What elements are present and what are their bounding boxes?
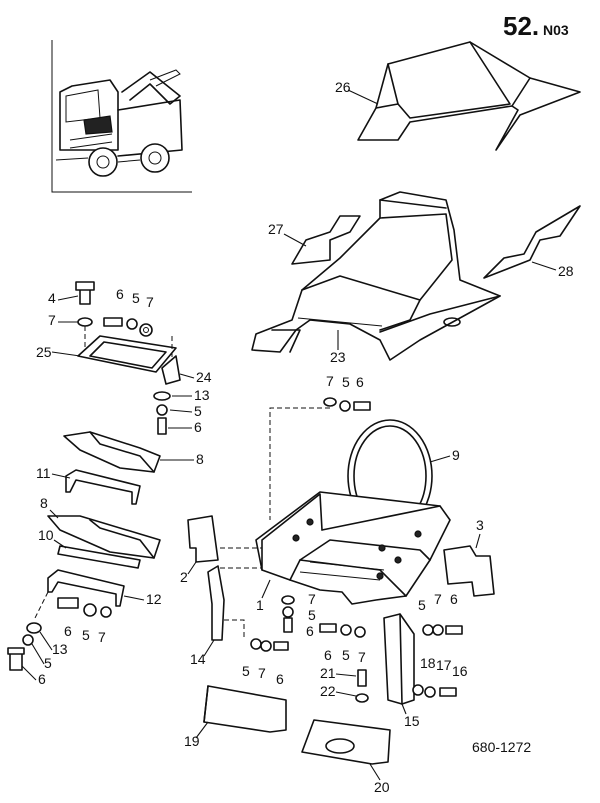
label-6e: 6 [356, 374, 364, 390]
part-10-strip [57, 545, 141, 569]
label-5i: 5 [418, 597, 426, 613]
part-15-bracket [383, 613, 415, 705]
part-26-upper-cover [357, 41, 581, 151]
part-14-bracket [207, 565, 245, 641]
fastener-group-21-22 [355, 669, 369, 703]
label-26: 26 [335, 79, 351, 95]
part-20-plate [301, 719, 391, 765]
part-2-bracket [187, 515, 219, 563]
part-19-plate [203, 685, 287, 733]
label-7a: 7 [48, 312, 56, 328]
label-5g: 5 [242, 663, 250, 679]
part-25-plate [77, 326, 181, 385]
label-14: 14 [190, 651, 206, 667]
label-7c: 7 [98, 629, 106, 645]
label-28: 28 [558, 263, 574, 279]
label-13a: 13 [194, 387, 210, 403]
label-5d: 5 [44, 655, 52, 671]
label-5f: 5 [308, 607, 316, 623]
label-5e: 5 [342, 374, 350, 390]
label-7g: 7 [358, 649, 366, 665]
label-9: 9 [452, 447, 460, 463]
label-7e: 7 [308, 591, 316, 607]
label-20: 20 [374, 779, 390, 795]
section-number: 52. [503, 11, 539, 41]
truck-inset [51, 40, 192, 193]
label-22: 22 [320, 683, 336, 699]
label-7d: 7 [326, 373, 334, 389]
part-1-main-frame [220, 491, 451, 605]
label-5a: 5 [132, 290, 140, 306]
label-1: 1 [256, 597, 264, 613]
label-4: 4 [48, 290, 56, 306]
label-27: 27 [268, 221, 284, 237]
fastener-group-upper-left [75, 281, 153, 337]
label-18: 18 [420, 655, 436, 671]
label-6b: 6 [194, 419, 202, 435]
label-6a: 6 [116, 286, 124, 302]
label-8a: 8 [196, 451, 204, 467]
fastener-group-right [422, 624, 463, 636]
label-5h: 5 [342, 647, 350, 663]
label-6i: 6 [450, 591, 458, 607]
part-12-bracket [47, 569, 125, 607]
part-11-bracket [65, 469, 141, 505]
label-5b: 5 [194, 403, 202, 419]
label-24: 24 [196, 369, 212, 385]
drawing-number: 680-1272 [472, 739, 531, 755]
part-3-bracket [443, 545, 495, 597]
fastener-group-right-middle [319, 623, 366, 638]
label-6c: 6 [64, 623, 72, 639]
label-7f: 7 [258, 665, 266, 681]
label-6g: 6 [276, 671, 284, 687]
label-17: 17 [436, 657, 452, 673]
fastener-group-mid-left [153, 391, 171, 435]
label-6d: 6 [38, 671, 46, 687]
part-27-pad [291, 215, 361, 265]
fastener-group-16-18 [412, 684, 457, 698]
fastener-group-upper-right [269, 397, 371, 520]
label-2: 2 [180, 569, 188, 585]
fastener-group-lower-left [7, 591, 112, 671]
label-8b: 8 [40, 495, 48, 511]
label-7b: 7 [146, 294, 154, 310]
section-code: N03 [543, 22, 569, 38]
part-23-engine-cover [251, 191, 501, 361]
label-12: 12 [146, 591, 162, 607]
label-21: 21 [320, 665, 336, 681]
fastener-group-lower-middle [250, 638, 289, 652]
fastener-group-middle [281, 595, 295, 633]
part-8-lower [47, 515, 161, 559]
label-5c: 5 [82, 627, 90, 643]
part-28-pad [483, 205, 581, 279]
label-7h: 7 [434, 591, 442, 607]
label-19: 19 [184, 733, 200, 749]
label-3: 3 [476, 517, 484, 533]
label-16: 16 [452, 663, 468, 679]
label-6f: 6 [306, 623, 314, 639]
label-23: 23 [330, 349, 346, 365]
label-10: 10 [38, 527, 54, 543]
label-25: 25 [36, 344, 52, 360]
label-13b: 13 [52, 641, 68, 657]
label-11: 11 [36, 465, 51, 481]
label-15: 15 [404, 713, 420, 729]
part-8-upper [63, 431, 161, 473]
label-6h: 6 [324, 647, 332, 663]
